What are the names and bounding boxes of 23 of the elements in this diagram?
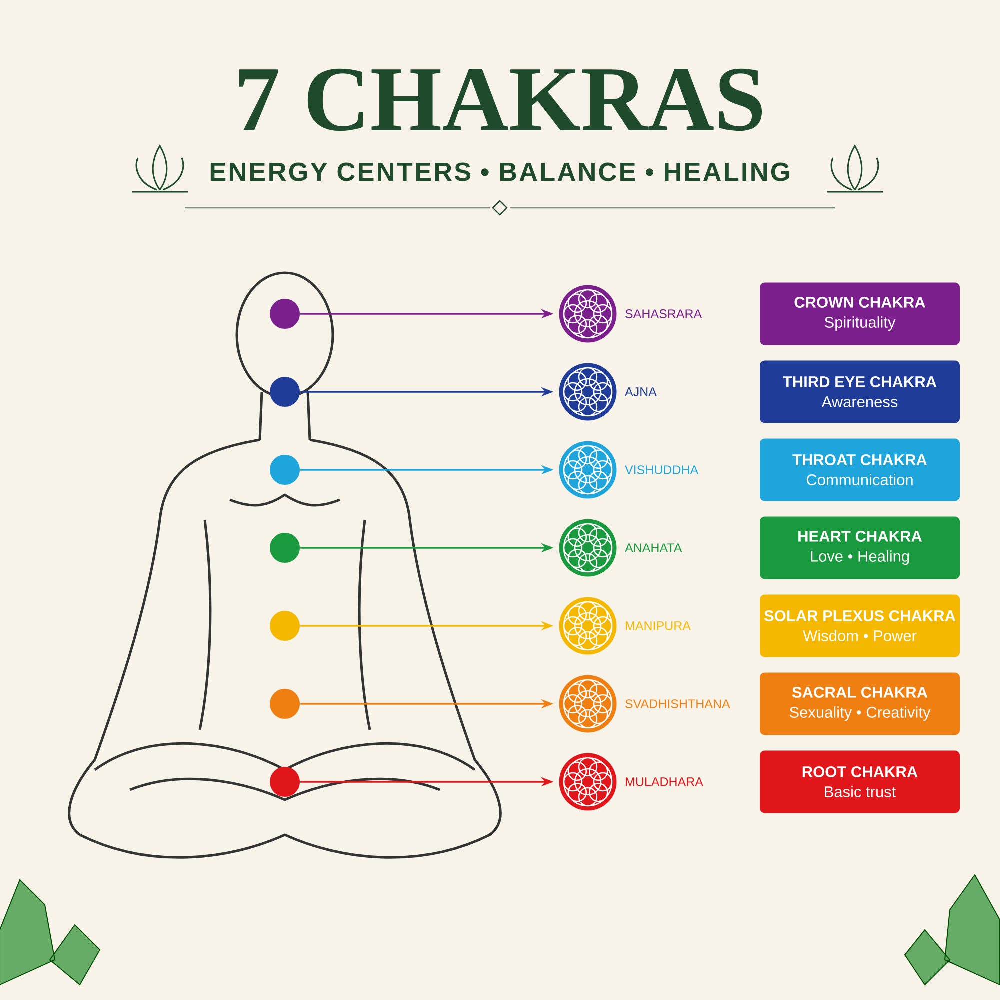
chakra-name: MANIPURA <box>626 622 691 630</box>
chakra-label-box: HEART CHAKRA Love • Healing <box>760 516 960 580</box>
chakra-label-box: SOLAR PLEXUS CHAKRA Wisdom • Power <box>760 594 960 658</box>
chakra-dot <box>270 611 300 641</box>
chakra-dot <box>270 689 300 719</box>
chakra-dot <box>270 299 300 329</box>
chakra-name: SAHASRARA <box>626 310 702 318</box>
chakra-name: ANAHATA <box>625 544 682 552</box>
chakra-name: VISHUDDHA <box>625 466 699 474</box>
chakra-name: AJNA <box>625 388 657 396</box>
chakra-name: MULADHARA <box>626 778 704 786</box>
chakra-label-box: ROOT CHAKRA Basic trust <box>760 750 960 814</box>
chakra-dot <box>270 767 300 797</box>
title: 7 CHAKRAS <box>239 68 762 132</box>
chakra-dot <box>270 533 300 563</box>
chakra-label-box: THROAT CHAKRA Communication <box>760 438 960 502</box>
subtitle: ENERGY CENTERS • BALANCE • HEALING <box>210 162 790 182</box>
chakra-label-box: CROWN CHAKRA Spirituality <box>760 282 960 346</box>
chakra-name: SVADHISHTHANA <box>626 700 730 708</box>
chakra-label-box: THIRD EYE CHAKRA Awareness <box>760 360 960 424</box>
chakra-label-box: SACRAL CHAKRA Sexuality • Creativity <box>760 672 960 736</box>
chakra-dot <box>270 455 300 485</box>
chakra-dot <box>270 377 300 407</box>
